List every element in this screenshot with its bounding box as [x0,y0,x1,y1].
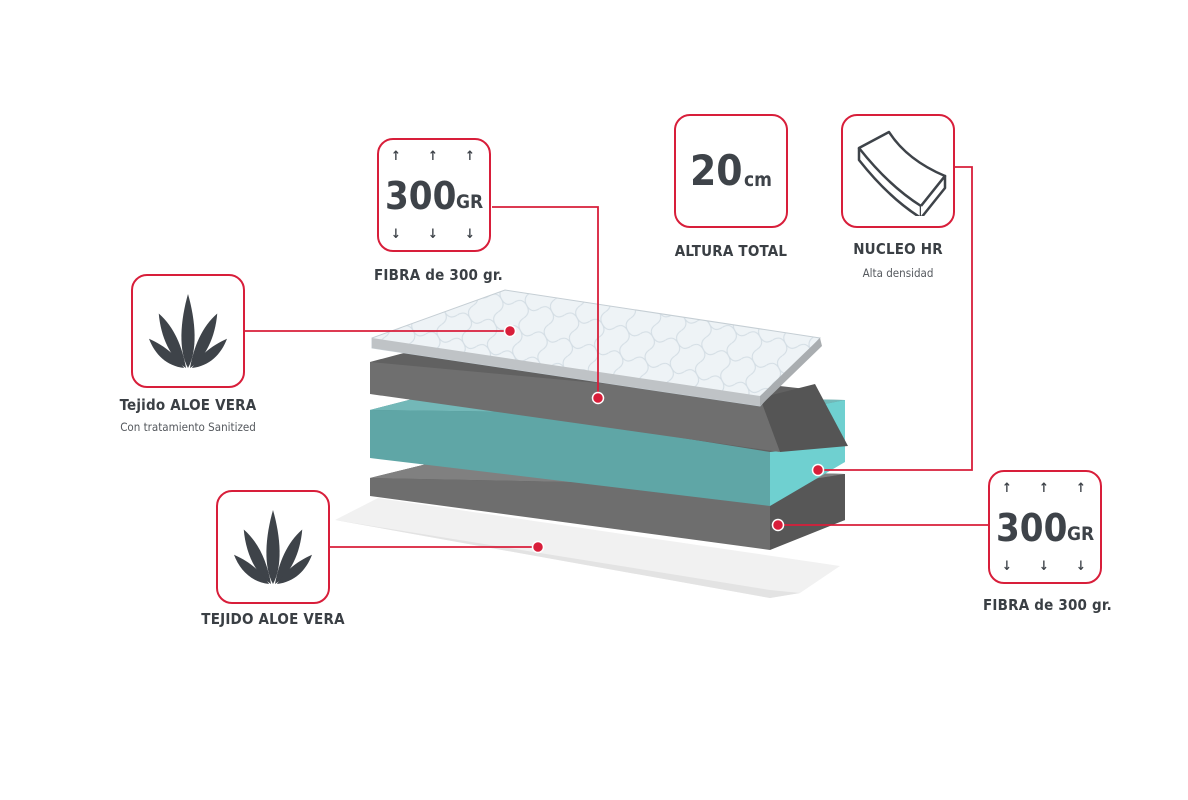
altura-label: ALTURA TOTAL [674,242,788,260]
altura-value: 20 [690,146,743,195]
fibra-bottom-unit: GR [1067,523,1095,545]
fibra-top-unit: GR [456,191,484,213]
arrow-down-icon: ↓ [1002,559,1012,574]
fibra-top-value: 300 [385,174,457,218]
arrow-up-icon: ↑ [1002,481,1012,496]
fibra-bottom-icon-box: ↑ ↑ ↑ 300 GR ↓ ↓ ↓ [988,470,1102,584]
fibra-bottom-label: FIBRA de 300 gr. [983,596,1112,614]
aloe-vera-icon [149,293,227,369]
top-fiber-layer [370,346,848,452]
tejido-bottom-label: TEJIDO ALOE VERA [201,610,345,628]
arrow-down-icon: ↓ [1076,559,1086,574]
arrow-up-icon: ↑ [1039,481,1049,496]
leader-dots [503,324,825,554]
leader-lines [244,166,988,548]
fibra-top-label: FIBRA de 300 gr. [374,266,503,284]
altura-icon-box: 20 cm [674,114,788,228]
arrow-up-icon: ↑ [465,149,475,164]
nucleo-icon-box [841,114,955,228]
tejido-top-label: Tejido ALOE VERA [119,396,257,414]
arrow-down-icon: ↓ [428,227,438,242]
aloe-vera-icon [234,509,312,585]
arrow-up-icon: ↑ [1076,481,1086,496]
arrow-up-icon: ↑ [391,149,401,164]
nucleo-sublabel: Alta densidad [862,266,934,280]
foam-block-icon [857,130,947,216]
arrow-up-icon: ↑ [428,149,438,164]
fibra-bottom-value: 300 [996,506,1068,550]
altura-unit: cm [744,169,772,191]
tejido-top-icon-box [131,274,245,388]
bottom-cover-sheet [335,498,840,598]
tejido-top-sublabel: Con tratamiento Sanitized [120,420,256,434]
tejido-bottom-icon-box [216,490,330,604]
top-quilted-cover [371,289,822,407]
arrow-down-icon: ↓ [391,227,401,242]
arrow-down-icon: ↓ [1039,559,1049,574]
nucleo-label: NUCLEO HR [853,240,943,258]
arrow-down-icon: ↓ [465,227,475,242]
fibra-top-icon-box: ↑ ↑ ↑ 300 GR ↓ ↓ ↓ [377,138,491,252]
